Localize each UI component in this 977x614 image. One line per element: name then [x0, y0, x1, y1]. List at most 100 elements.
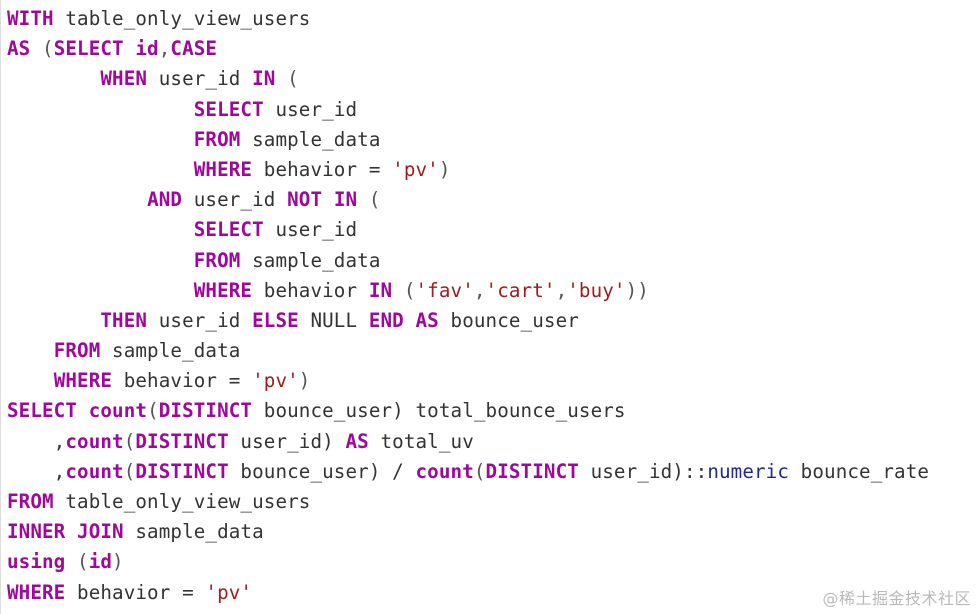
code-token-fn: count: [88, 399, 148, 423]
code-line: WHERE behavior IN ('fav','cart','buy')): [7, 276, 977, 306]
code-line: WHERE behavior = 'pv': [7, 578, 977, 608]
code-token-pun: ): [112, 550, 124, 574]
code-token-plain: user_id): [228, 429, 346, 453]
code-token-kw: WHERE: [193, 278, 253, 302]
code-token-typ: numeric: [707, 459, 790, 483]
code-token-plain: total_uv: [368, 429, 474, 453]
code-token-pun: (: [123, 459, 136, 483]
code-token-plain: behavior: [252, 278, 369, 302]
code-token-pun: (: [357, 188, 381, 212]
code-token-str: 'pv': [252, 369, 299, 393]
code-token-pun: (: [392, 278, 416, 302]
code-token-kw: CASE: [170, 37, 218, 61]
code-line: INNER JOIN sample_data: [7, 517, 977, 547]
code-token-kw: SELECT: [53, 37, 124, 61]
code-token-kw: SELECT: [7, 399, 78, 423]
code-token-kw: WHERE: [7, 580, 66, 604]
code-token-kw: THEN: [100, 308, 148, 332]
code-token-fn: count: [65, 459, 124, 483]
code-line: WHERE behavior = 'pv'): [7, 155, 977, 185]
code-token-kw: DISTINCT: [135, 459, 229, 483]
code-token-plain: [7, 218, 194, 241]
code-token-plain: behavior =: [112, 369, 253, 393]
code-token-kw: FROM: [193, 248, 241, 272]
code-token-plain: [7, 309, 100, 332]
code-line: WHERE behavior = 'pv'): [7, 366, 977, 396]
code-token-pun: ): [438, 157, 451, 181]
code-token-kw: FROM: [193, 127, 241, 151]
code-token-kw: AS: [415, 308, 439, 332]
code-token-pun: (: [30, 37, 54, 61]
code-token-plain: user_id: [182, 188, 288, 212]
code-token-pun: (: [473, 459, 486, 483]
code-token-kw: WHERE: [193, 157, 253, 181]
code-line: FROM sample_data: [7, 246, 977, 276]
code-token-plain: [7, 369, 54, 392]
watermark-text: @稀土掘金技术社区: [822, 589, 971, 608]
code-token-pun: (: [65, 550, 89, 574]
code-line: WITH table_only_view_users: [7, 4, 977, 34]
code-token-kw: AS: [345, 429, 369, 453]
code-token-kw: WHERE: [53, 369, 113, 393]
code-token-str: 'buy': [567, 278, 626, 302]
code-token-kw: DISTINCT: [135, 429, 229, 453]
code-line: FROM sample_data: [7, 336, 977, 366]
code-token-kw: WITH: [7, 7, 54, 30]
code-token-plain: ,: [7, 459, 66, 483]
code-token-kw: NOT: [287, 188, 323, 212]
code-token-kw: using: [7, 550, 66, 574]
code-token-plain: [404, 309, 416, 332]
code-token-kw: SELECT: [193, 97, 264, 121]
code-token-kw: IN: [333, 188, 358, 212]
code-token-plain: [7, 98, 194, 121]
code-line: AND user_id NOT IN (: [7, 185, 977, 215]
code-token-kw: AS: [7, 37, 31, 61]
code-token-plain: user_id: [147, 308, 253, 332]
code-token-fn: count: [415, 459, 474, 483]
code-token-plain: sample_data: [100, 339, 241, 363]
code-token-plain: [7, 188, 147, 211]
code-token-kw: JOIN: [77, 520, 124, 544]
code-token-kw: FROM: [53, 339, 101, 363]
code-token-plain: NULL: [298, 308, 369, 332]
code-token-plain: [7, 67, 100, 90]
code-line: ,count(DISTINCT bounce_user) / count(DIS…: [7, 457, 977, 487]
code-token-pun: (: [147, 399, 159, 423]
code-line: SELECT user_id: [7, 215, 977, 245]
code-token-str: 'cart': [485, 278, 556, 302]
code-token-pun: ,: [555, 278, 568, 302]
code-token-plain: [7, 249, 194, 272]
code-token-plain: user_id: [147, 67, 253, 91]
code-token-str: 'pv': [392, 157, 439, 181]
code-line: WHEN user_id IN (: [7, 64, 977, 94]
code-token-fn: count: [65, 429, 124, 453]
code-line: AS (SELECT id,CASE: [7, 34, 977, 64]
code-token-plain: behavior =: [252, 157, 393, 181]
code-token-plain: [77, 399, 89, 422]
code-line: SELECT user_id: [7, 95, 977, 125]
code-token-plain: bounce_user: [438, 308, 579, 332]
editor-left-border: [0, 0, 1, 614]
code-line: THEN user_id ELSE NULL END AS bounce_use…: [7, 306, 977, 336]
code-token-kw: END: [368, 308, 404, 332]
code-token-plain: sample_data: [240, 127, 381, 151]
code-token-plain: [7, 339, 54, 362]
code-token-kw: id: [135, 37, 159, 61]
code-token-pun: (: [275, 67, 299, 91]
code-token-plain: [7, 128, 194, 151]
code-token-plain: [7, 158, 194, 181]
code-token-plain: ,: [7, 429, 66, 453]
code-token-kw: DISTINCT: [485, 459, 579, 483]
code-token-kw: DISTINCT: [158, 399, 253, 423]
code-token-pun: ): [298, 369, 311, 393]
code-token-plain: bounce_rate: [789, 459, 930, 483]
code-token-plain: user_id: [263, 218, 358, 242]
code-token-str: 'fav': [415, 278, 474, 302]
code-token-plain: table_only_view_users: [53, 490, 311, 513]
code-token-kw: IN: [252, 67, 276, 91]
code-token-pun: ,: [473, 278, 486, 302]
code-line: SELECT count(DISTINCT bounce_user) total…: [7, 396, 977, 426]
code-line: ,count(DISTINCT user_id) AS total_uv: [7, 427, 977, 457]
code-token-plain: behavior =: [65, 580, 206, 604]
